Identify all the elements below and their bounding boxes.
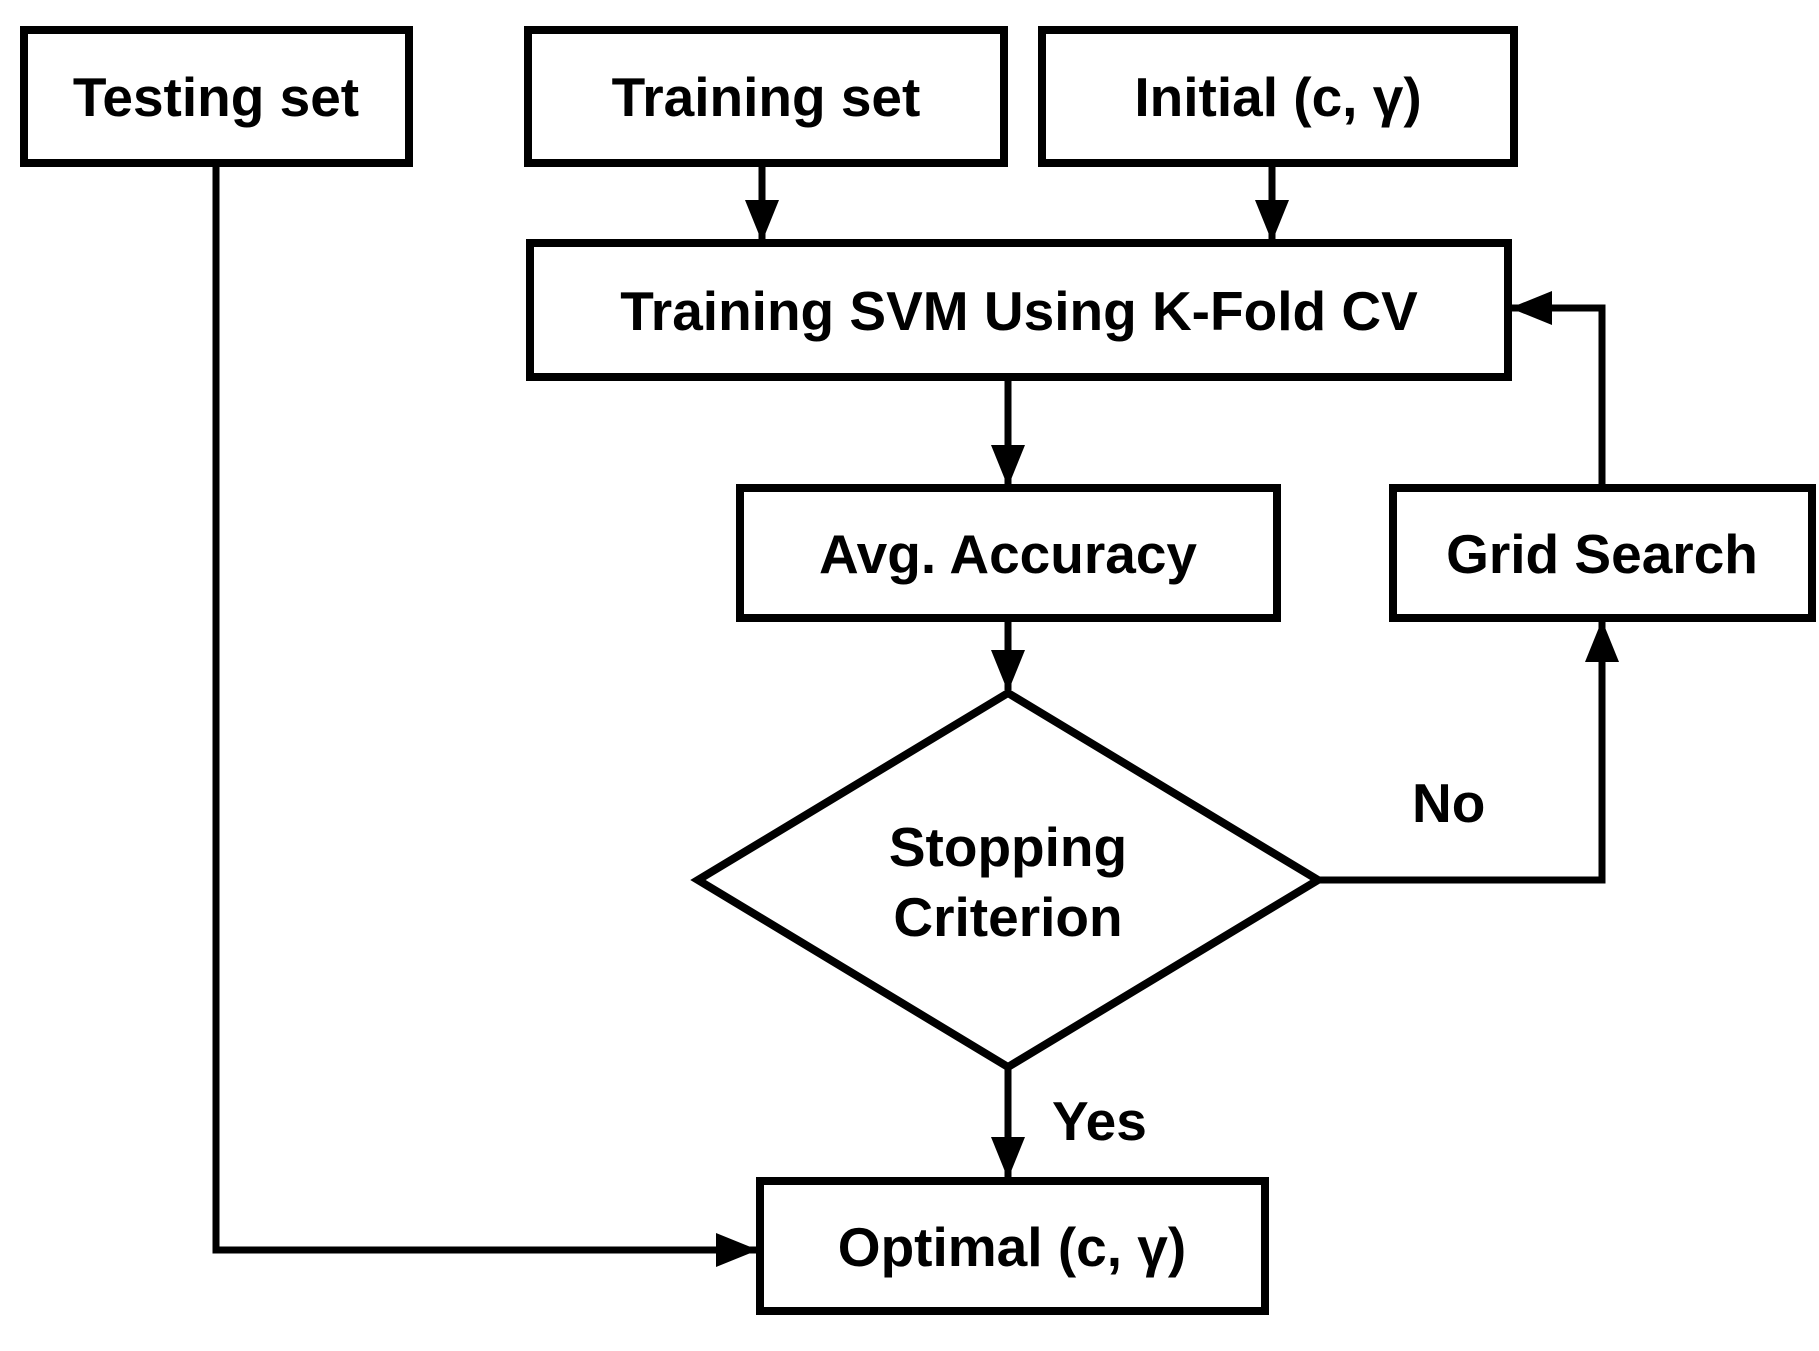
train-svm-kfold-label: Training SVM Using K-Fold CV (620, 280, 1418, 342)
edges (212, 167, 1619, 1267)
node-grid-search: Grid Search (1389, 484, 1816, 622)
node-stopping-criterion: Stopping Criterion (690, 688, 1326, 1072)
initial-params-label: Initial (c, γ) (1134, 66, 1421, 128)
optimal-params-box (756, 1177, 1269, 1315)
initial-params-box (1038, 26, 1518, 167)
node-train-svm-kfold: Training SVM Using K-Fold CV (526, 239, 1512, 381)
train-svm-kfold-box (526, 239, 1512, 381)
edge-label-yes: Yes (1052, 1090, 1147, 1152)
stopping-criterion-diamond (690, 688, 1326, 1072)
node-initial-params: Initial (c, γ) (1038, 26, 1518, 167)
stopping-criterion-label-line1: Stopping (889, 816, 1127, 878)
avg-accuracy-box (736, 484, 1281, 622)
training-set-box (524, 26, 1008, 167)
grid-search-label: Grid Search (1446, 523, 1758, 585)
node-training-set: Training set (524, 26, 1008, 167)
edge-stopping-criterion-to-grid-search (1318, 620, 1619, 884)
node-avg-accuracy: Avg. Accuracy (736, 484, 1281, 622)
stopping-criterion-label-line2: Criterion (893, 886, 1122, 948)
node-optimal-params: Optimal (c, γ) (756, 1177, 1269, 1315)
grid-search-box (1389, 484, 1816, 622)
node-testing-set: Testing set (20, 26, 413, 167)
testing-set-label: Testing set (73, 66, 359, 128)
optimal-params-label: Optimal (c, γ) (838, 1216, 1186, 1278)
edge-label-no: No (1412, 772, 1485, 834)
avg-accuracy-label: Avg. Accuracy (819, 523, 1197, 585)
edge-grid-search-to-svm (1510, 291, 1606, 488)
testing-set-box (20, 26, 413, 167)
training-set-label: Training set (612, 66, 921, 128)
edge-testing-set-to-optimal (212, 167, 758, 1267)
